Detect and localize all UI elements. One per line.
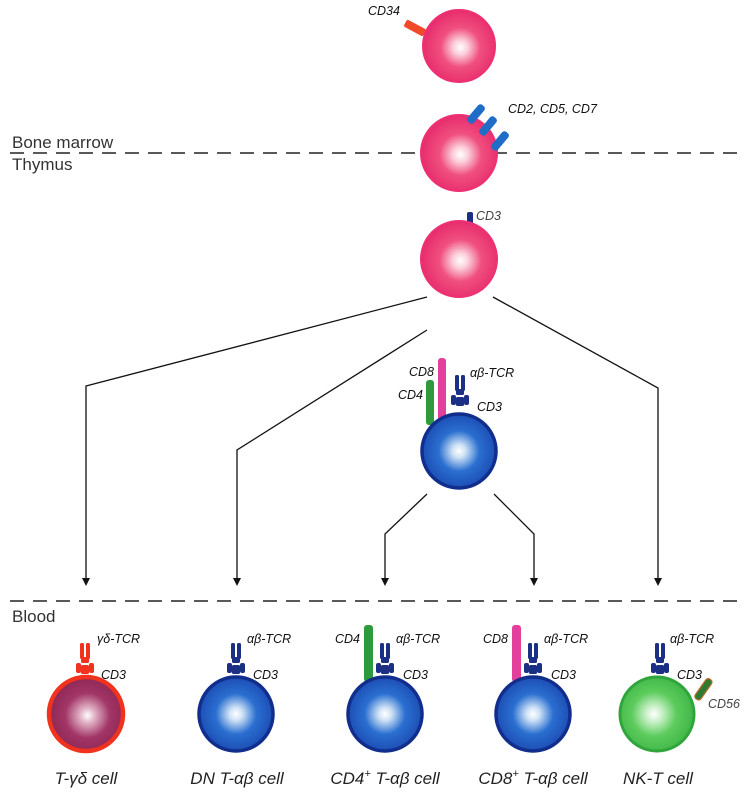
cd8-cell-cd3-label: CD3 [551, 668, 576, 682]
dn-cd3-label: CD3 [253, 668, 278, 682]
cd2-marker [467, 104, 485, 124]
cd4-cell-cd3-label: CD3 [403, 668, 428, 682]
bone-marrow-label: Bone marrow [12, 133, 114, 152]
cd56-marker [694, 678, 713, 701]
cd4-ab-tcr-receptor [376, 643, 394, 674]
cd34-marker [404, 20, 426, 36]
arrow-to-cd4-cell [381, 493, 428, 586]
cd3-thymocyte [420, 212, 498, 298]
cd3-thymocyte-label: CD3 [476, 209, 501, 223]
arrow-to-cd8-cell [493, 493, 538, 586]
cd4-cell-cd4-label: CD4 [335, 632, 360, 646]
dp-cd4-label: CD4 [398, 388, 423, 402]
nkt-ab-tcr-label: αβ-TCR [670, 632, 714, 646]
cd4-marker [426, 380, 434, 425]
t-gd-cd3-label: CD3 [101, 668, 126, 682]
cd8-cell-cd8-label: CD8 [483, 632, 508, 646]
cd8-ab-tcr-receptor [524, 643, 542, 674]
caption-cd8-prefix: CD8 [478, 769, 513, 788]
caption-cd4-superscript: + [364, 768, 371, 780]
nkt-cd3-label: CD3 [677, 668, 702, 682]
caption-cd4-suffix: T-αβ cell [371, 769, 441, 788]
arrow-to-dn-cell [233, 329, 428, 586]
caption-cd8-t-ab-cell: CD8+ T-αβ cell [478, 768, 589, 788]
caption-nk-t-cell: NK-T cell [623, 769, 694, 788]
nkt-cd56-label: CD56 [708, 697, 740, 711]
cd2-cd5-cd7-label: CD2, CD5, CD7 [508, 102, 598, 116]
cd34-label: CD34 [368, 4, 400, 18]
cd8-t-ab-cell [494, 625, 572, 753]
nk-t-cell [618, 643, 713, 753]
double-positive-thymocyte [420, 358, 498, 490]
cd7-marker [491, 131, 509, 151]
blood-label: Blood [12, 607, 55, 626]
caption-dn-t-ab-cell: DN T-αβ cell [190, 769, 285, 788]
t-gd-cell [46, 643, 126, 754]
caption-cd8-superscript: + [512, 768, 519, 780]
thymus-label: Thymus [12, 155, 72, 174]
cd8-marker [438, 358, 446, 420]
cd5-marker [479, 116, 497, 136]
t-gd-tcr-label: γδ-TCR [97, 632, 140, 646]
cd4-cell-ab-tcr-label: αβ-TCR [396, 632, 440, 646]
dn-ab-tcr-receptor [227, 643, 245, 674]
cd8-marker-blood [512, 625, 521, 682]
dn-ab-tcr-label: αβ-TCR [247, 632, 291, 646]
arrow-to-t-gd-cell [82, 296, 428, 586]
dp-cd3-label: CD3 [477, 400, 502, 414]
dn-t-ab-cell [197, 643, 275, 753]
dp-ab-tcr-label: αβ-TCR [470, 366, 514, 380]
nkt-ab-tcr-receptor [651, 643, 669, 674]
caption-t-gd-cell: T-γδ cell [55, 769, 119, 788]
gd-tcr-receptor [76, 643, 94, 674]
arrow-to-nkt-cell [492, 296, 662, 586]
cd34-progenitor-cell [404, 9, 496, 83]
caption-cd4-t-ab-cell: CD4+ T-αβ cell [330, 768, 441, 788]
caption-cd8-suffix: T-αβ cell [519, 769, 589, 788]
cd8-cell-ab-tcr-label: αβ-TCR [544, 632, 588, 646]
ab-tcr-receptor [451, 375, 469, 406]
cd4-t-ab-cell [346, 625, 424, 753]
cd4-marker-blood [364, 625, 373, 682]
cd2-cd5-cd7-progenitor-cell [420, 104, 509, 192]
caption-cd4-prefix: CD4 [330, 769, 364, 788]
dp-cd8-label: CD8 [409, 365, 434, 379]
